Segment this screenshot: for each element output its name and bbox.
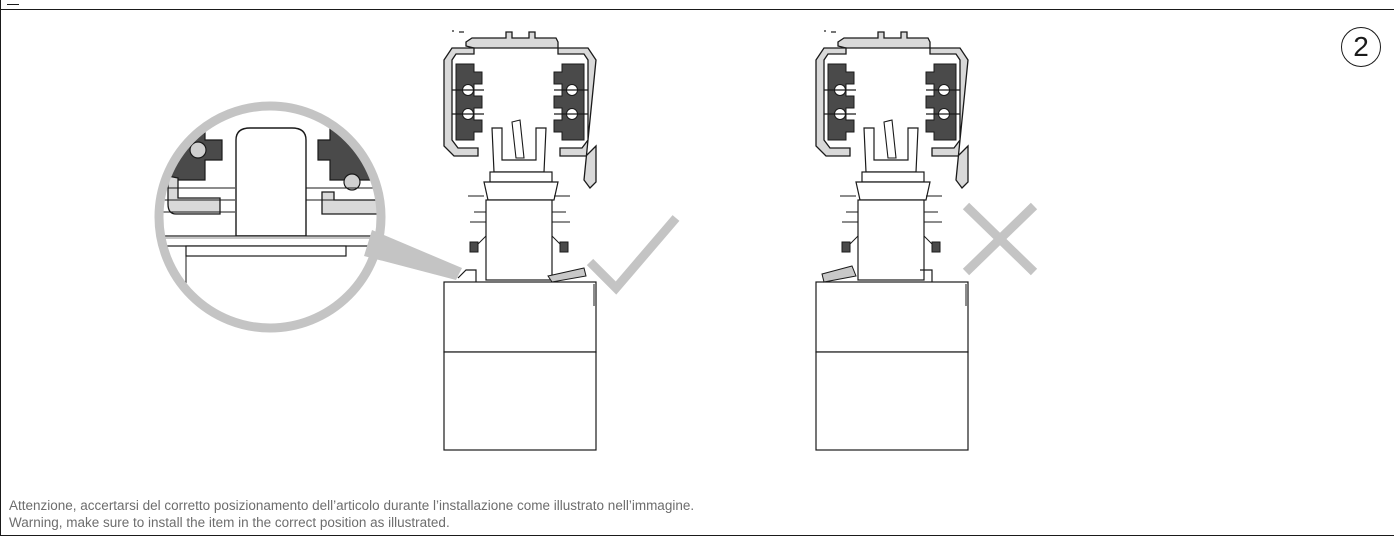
warning-caption-italian: Attenzione, accertarsi del corretto posi… <box>9 498 695 513</box>
cross-mark-icon <box>962 202 1038 276</box>
step-number: 2 <box>1353 31 1369 62</box>
magnifier-detail <box>154 101 462 333</box>
warning-caption-english: Warning, make sure to install the item i… <box>9 515 450 530</box>
corner-tick <box>7 0 19 5</box>
step-number-badge: 2 <box>1341 27 1381 67</box>
header-rule <box>0 9 1394 10</box>
correct-installation-drawing <box>443 30 597 451</box>
check-mark-icon <box>586 215 680 295</box>
incorrect-installation-drawing <box>815 30 969 451</box>
